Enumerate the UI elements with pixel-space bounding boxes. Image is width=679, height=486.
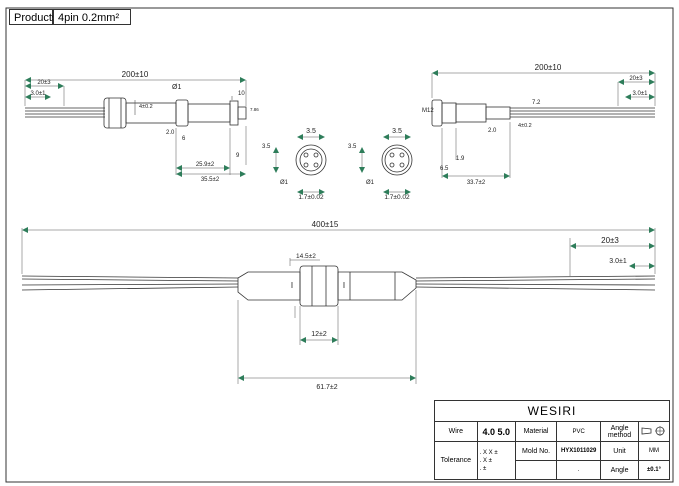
unit-value: MM — [638, 441, 670, 461]
tolerance-label: Tolerance — [434, 441, 478, 480]
tolerance-xx: . X X ± — [479, 449, 498, 456]
asm-overall-length: 400±15 — [312, 220, 339, 229]
material-label: Material — [514, 421, 558, 442]
tl-dim-25: 25.9±2 — [196, 162, 215, 168]
tl-dim-4: 4±0.2 — [139, 104, 153, 110]
tl-wire-end: 3.0±1 — [31, 91, 47, 97]
tl-dim-2: 2.0 — [166, 130, 175, 136]
asm-body-len: 61.7±2 — [316, 384, 337, 391]
brand-name: WESIRI — [434, 400, 670, 422]
lf-pitch: 1.7±0.02 — [298, 194, 324, 201]
tr-overall-length: 200±10 — [535, 63, 562, 72]
tr-dim-19: 1.9 — [456, 156, 465, 162]
angle-method-symbol — [638, 421, 670, 442]
top-left-connector-view — [24, 80, 247, 175]
rf-width: 3.5 — [392, 128, 402, 135]
asm-mark-left: xxx — [290, 282, 295, 288]
tr-dim-337: 33.7±2 — [467, 180, 486, 186]
tl-overall-length: 200±10 — [122, 70, 149, 79]
assembly-view — [21, 228, 656, 384]
top-right-connector-view — [431, 73, 656, 178]
tl-wire-strip: 20±3 — [37, 80, 51, 86]
tl-diameter: Ø1 — [172, 84, 181, 91]
tr-dim-4: 4±0.2 — [518, 123, 532, 129]
rf-pitch: 1.7±0.02 — [384, 194, 410, 201]
top-right-dimensions — [432, 70, 655, 179]
asm-nut-len: 12±2 — [311, 331, 327, 338]
product-description: 4pin 0.2mm² — [53, 9, 131, 25]
asm-wire-strip: 20±3 — [601, 236, 619, 245]
lf-width: 3.5 — [306, 128, 316, 135]
angle-method-label: Angle method — [600, 421, 639, 442]
tr-wire-strip: 20±3 — [629, 76, 643, 82]
lf-height: 3.5 — [262, 144, 271, 150]
wire-values: 4.0 5.0 — [476, 421, 516, 442]
top-left-dimensions — [25, 77, 246, 177]
unit-label: Unit — [600, 441, 639, 461]
angle-label: Angle — [600, 460, 639, 480]
asm-nut-dia: 14.5±2 — [296, 253, 316, 260]
tolerance-values: . X X ± . X ± . ± — [476, 441, 516, 480]
rf-pin-dia: Ø1 — [366, 180, 375, 186]
dot-cell: . — [556, 460, 602, 480]
material-value: PVC — [556, 421, 602, 442]
mold-label: Mold No. — [514, 441, 558, 461]
tl-dim-35: 35.5±2 — [201, 177, 220, 183]
tr-dim-2: 2.0 — [488, 128, 497, 134]
tr-dim-7-2: 7.2 — [532, 100, 541, 106]
tl-dim-9: 9 — [236, 153, 240, 159]
empty-cell — [514, 460, 558, 480]
angle-value: ±0.1° — [638, 460, 670, 480]
left-face-view — [273, 134, 327, 195]
asm-wire-end: 3.0±1 — [609, 258, 627, 265]
products-label: Products — [9, 9, 57, 25]
tl-dim-7: 7.86 — [250, 107, 259, 112]
wire-label: Wire — [434, 421, 478, 442]
title-block: WESIRI Wire 4.0 5.0 Material PVC Angle m… — [434, 400, 670, 480]
projection-symbol-icon — [641, 425, 665, 436]
asm-mark-right: xxx — [342, 282, 347, 288]
tr-thread: M12 — [422, 108, 434, 114]
drawing-frame — [5, 7, 674, 483]
right-face-view — [359, 134, 413, 195]
rf-height: 3.5 — [348, 144, 357, 150]
tolerance-0: . ± — [479, 465, 487, 472]
tolerance-x: . X ± — [479, 457, 492, 464]
tl-dim-6: 6 — [182, 136, 186, 142]
tr-dim-65: 6.5 — [440, 166, 449, 172]
mold-value: HYX1011029 — [556, 441, 602, 461]
tl-dim-10: 10 — [238, 91, 245, 97]
lf-pin-dia: Ø1 — [280, 180, 289, 186]
assembly-dimensions — [22, 227, 655, 381]
tr-wire-end: 3.0±1 — [633, 91, 649, 97]
